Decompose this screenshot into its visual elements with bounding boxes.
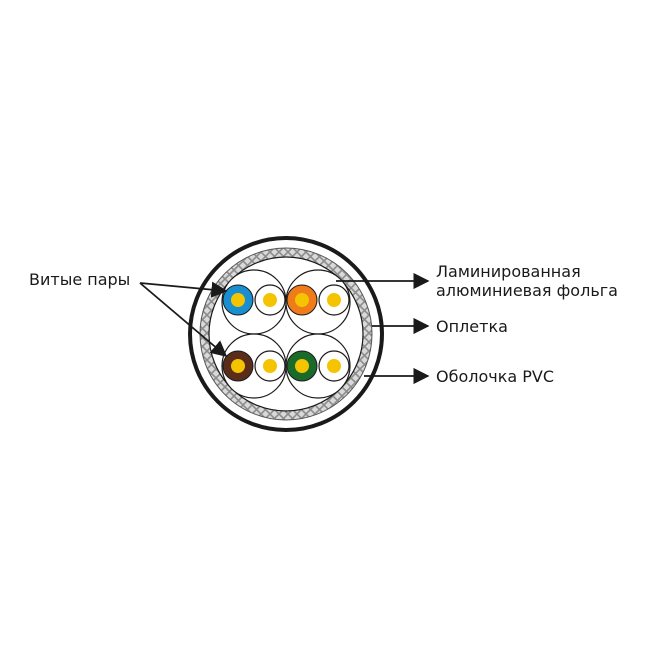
label-braid: Оплетка: [436, 317, 508, 336]
conductor: [327, 293, 341, 307]
conductor: [295, 293, 309, 307]
label-jacket: Оболочка PVC: [436, 367, 554, 386]
arrow-twisted-pairs-top: [139, 281, 228, 298]
label-twisted-pairs: Витые пары: [29, 270, 130, 289]
conductor: [263, 359, 277, 373]
label-foil-line1: Ламинированная: [436, 262, 581, 281]
label-foil-line2: алюминиевая фольга: [436, 281, 618, 300]
conductor: [231, 293, 245, 307]
conductor: [231, 359, 245, 373]
conductor: [263, 293, 277, 307]
conductor: [295, 359, 309, 373]
conductor: [327, 359, 341, 373]
pair-group-bottom-right: [285, 333, 351, 399]
arrow-twisted-pairs-bottom: [139, 282, 228, 358]
